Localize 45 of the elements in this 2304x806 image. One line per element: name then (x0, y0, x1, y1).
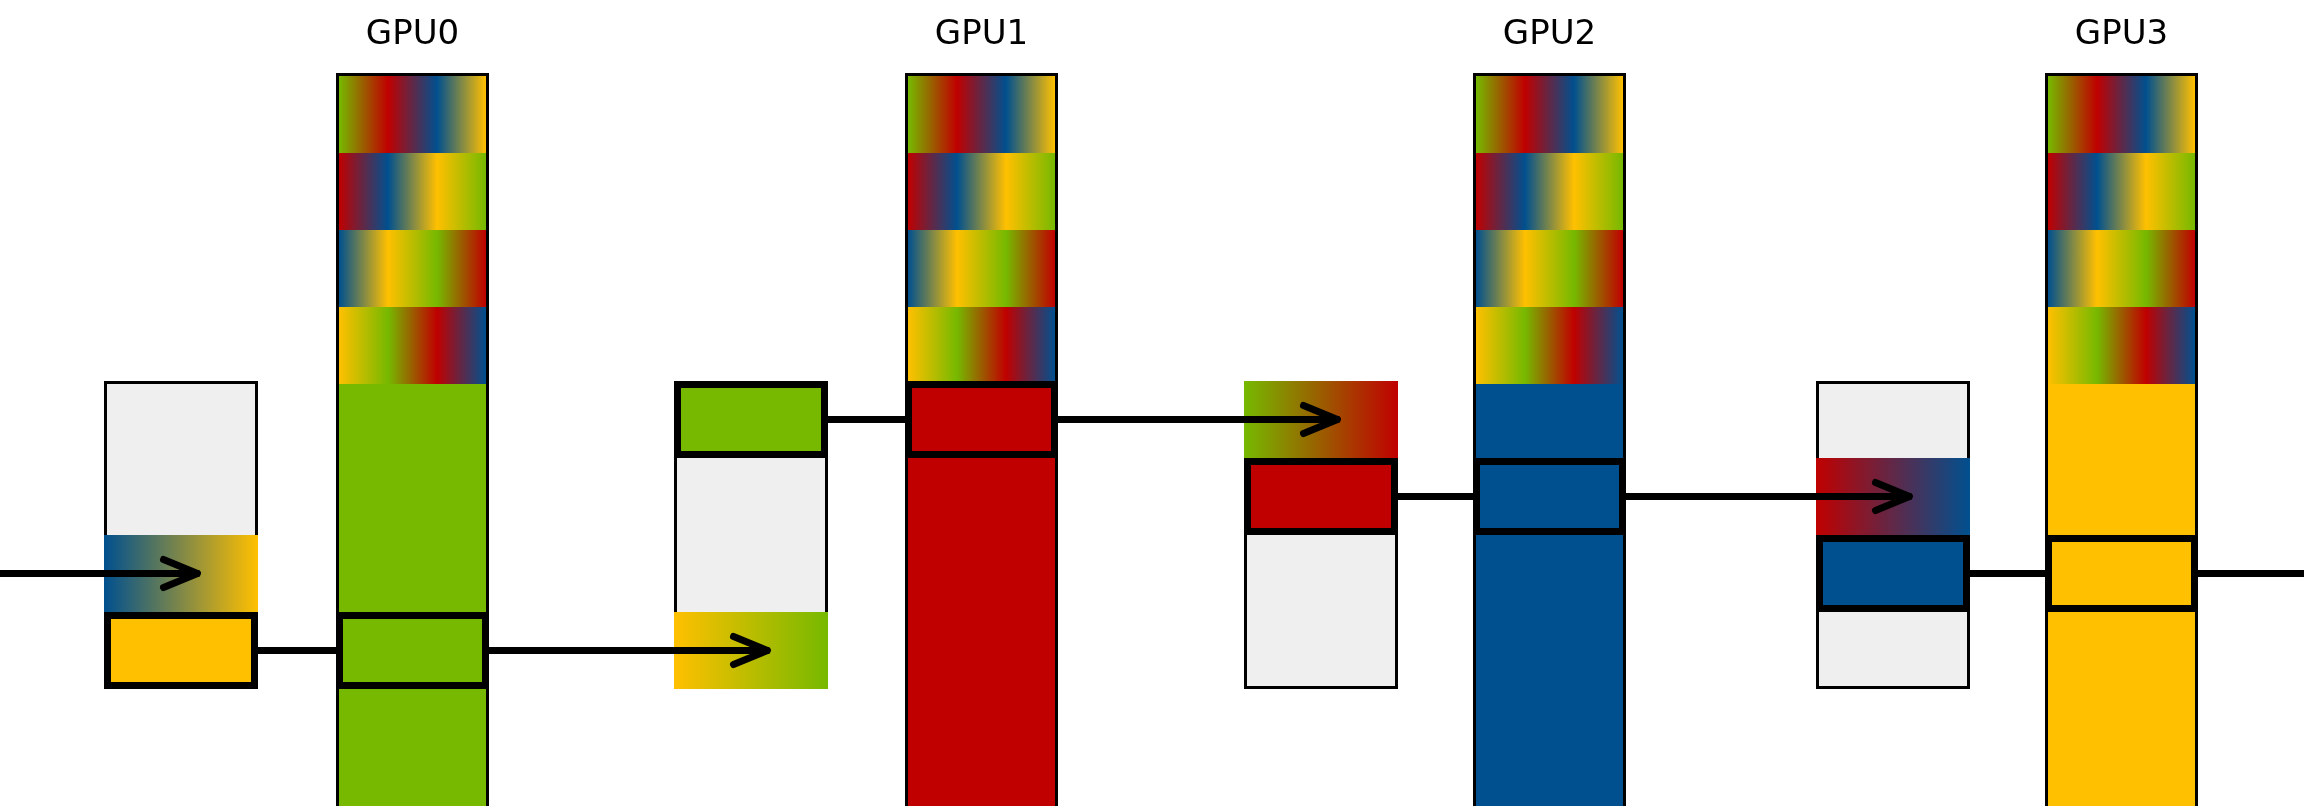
gradient-chunk (104, 535, 258, 612)
gradient-chunk (1816, 458, 1970, 535)
gradient-chunk (908, 153, 1055, 230)
gradient-chunk (1244, 381, 1398, 458)
gpu-label: GPU3 (2074, 12, 2169, 52)
gradient-chunk (339, 76, 486, 153)
connector-line (258, 647, 336, 654)
highlighted-chunk (905, 381, 1058, 458)
gradient-chunk (1476, 153, 1623, 230)
gradient-chunk (2048, 230, 2195, 307)
connector-line (2198, 570, 2304, 577)
highlighted-chunk (336, 612, 489, 689)
arrow (1626, 479, 1913, 514)
gradient-chunk (908, 76, 1055, 153)
gradient-chunk (1476, 76, 1623, 153)
gradient-chunk (674, 612, 828, 689)
gradient-chunk (908, 230, 1055, 307)
buffer-column (1244, 381, 1398, 689)
buffer-column (1816, 381, 1970, 689)
buffer-column (674, 381, 828, 689)
gradient-chunk (339, 153, 486, 230)
gradient-chunk (908, 307, 1055, 384)
arrow (0, 556, 201, 591)
data-chunk (1816, 535, 1970, 612)
gpu-label: GPU2 (1502, 12, 1597, 52)
buffer-column (104, 381, 258, 689)
data-chunk (104, 612, 258, 689)
connector-line (1970, 570, 2045, 577)
connector-line (828, 416, 905, 423)
gradient-chunk (2048, 76, 2195, 153)
data-chunk (674, 381, 828, 458)
gradient-chunk (2048, 307, 2195, 384)
highlighted-chunk (1473, 458, 1626, 535)
highlighted-chunk (2045, 535, 2198, 612)
connector-line (1398, 493, 1473, 500)
gpu-label: GPU1 (934, 12, 1029, 52)
arrow (489, 633, 771, 668)
gpu-label: GPU0 (365, 12, 460, 52)
arrow (1058, 402, 1341, 437)
gradient-chunk (339, 307, 486, 384)
gradient-chunk (2048, 153, 2195, 230)
data-chunk (1244, 458, 1398, 535)
gradient-chunk (339, 230, 486, 307)
gradient-chunk (1476, 230, 1623, 307)
gradient-chunk (1476, 307, 1623, 384)
